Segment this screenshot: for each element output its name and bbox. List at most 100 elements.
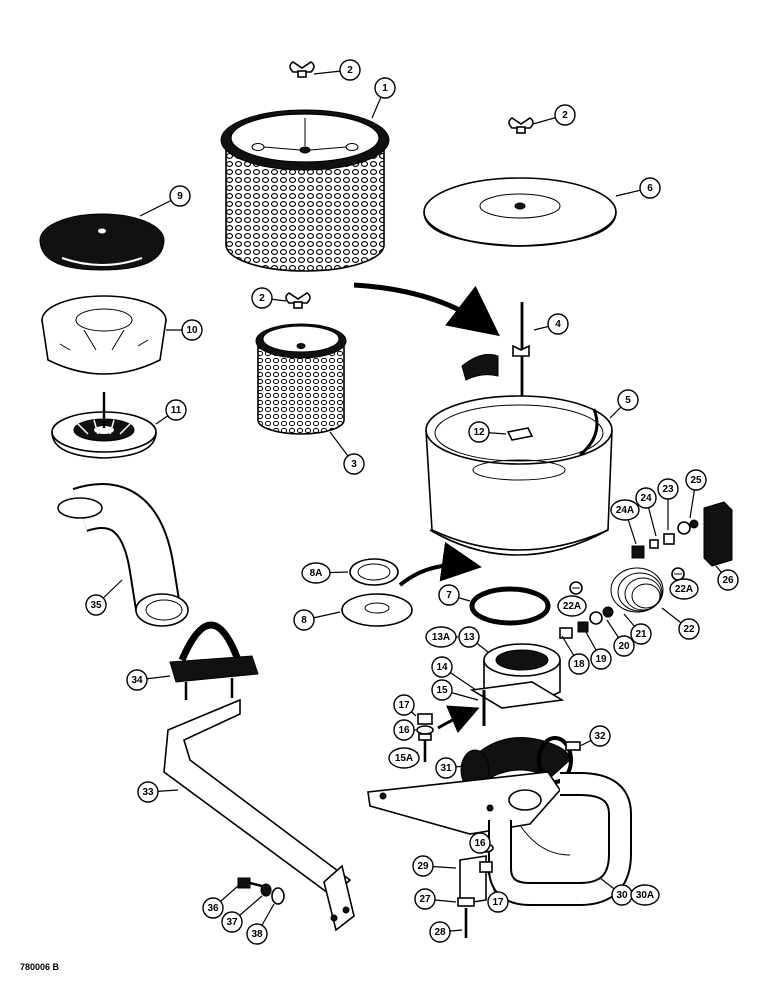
callout-circle-c2c: [251, 287, 273, 309]
callout-label-c4: 4: [555, 319, 561, 330]
callout-circle-c38: [246, 923, 268, 945]
callout-circle-c11: [165, 399, 187, 421]
callout-c24: 24: [635, 487, 657, 537]
part-11-precleaner-base: [51, 392, 157, 459]
callout-label-c30: 30: [616, 890, 628, 901]
callout-c13a: 13A: [425, 626, 458, 648]
callout-label-c36: 36: [207, 903, 219, 914]
callout-label-c33: 33: [142, 787, 154, 798]
part-8a-gasket: [349, 558, 399, 586]
part-17-nut: [417, 713, 433, 725]
callout-c9: 9: [139, 185, 191, 217]
callout-c1: 1: [371, 77, 396, 119]
callout-c8a: 8A: [301, 562, 349, 584]
callout-c16b: 16: [469, 832, 491, 854]
callout-c14: 14: [431, 656, 477, 691]
figure-code: 780006 B: [20, 962, 60, 972]
callout-label-c23: 23: [662, 484, 674, 495]
callout-circle-c35: [85, 594, 107, 616]
callout-circle-c16b: [469, 832, 491, 854]
callout-label-c32: 32: [594, 731, 606, 742]
callout-c27: 27: [414, 888, 457, 910]
callout-label-c22aa: 22A: [563, 601, 581, 612]
callout-c19: 19: [585, 631, 612, 670]
part-22-spring-coil: [610, 567, 664, 613]
callout-circle-c18: [568, 653, 590, 675]
callout-label-c18: 18: [573, 659, 585, 670]
callout-label-c17a: 17: [398, 700, 410, 711]
callout-label-c16b: 16: [474, 838, 486, 849]
callout-label-c8: 8: [301, 615, 307, 626]
callout-c21: 21: [623, 613, 652, 645]
callout-label-c31: 31: [440, 763, 452, 774]
callout-circle-c3: [343, 453, 365, 475]
callout-label-c17b: 17: [492, 897, 504, 908]
part-9-precleaner-cap: [39, 213, 165, 271]
part-10-precleaner-bowl: [41, 295, 167, 375]
callout-circle-c9: [169, 185, 191, 207]
callout-label-c35: 35: [90, 600, 102, 611]
callout-circle-c5: [617, 389, 639, 411]
callout-label-c2c: 2: [259, 293, 265, 304]
part-5-air-cleaner-housing: [425, 353, 613, 556]
part-27-spacer: [457, 897, 475, 907]
callout-circle-c37: [221, 911, 243, 933]
callout-label-c29: 29: [417, 861, 429, 872]
part-3-secondary-filter-element: [255, 323, 347, 435]
callout-c5: 5: [609, 389, 639, 419]
callout-circle-c20: [613, 635, 635, 657]
callout-c13: 13: [458, 626, 489, 653]
callout-circle-c29: [412, 855, 434, 877]
callout-c38: 38: [246, 903, 275, 945]
callout-circle-c17a: [393, 694, 415, 716]
callout-label-c6: 6: [647, 183, 653, 194]
part-38-flat-washer: [271, 887, 285, 905]
callout-label-c30a: 30A: [636, 890, 654, 901]
callout-label-c37: 37: [226, 917, 238, 928]
callout-circle-c24: [635, 487, 657, 509]
callout-circle-c7: [438, 584, 460, 606]
callout-c15: 15: [431, 679, 479, 701]
callout-c35: 35: [85, 579, 123, 616]
part-34-muffler-clamp: [169, 621, 259, 700]
callout-label-c38: 38: [251, 929, 263, 940]
callout-c33: 33: [137, 781, 179, 803]
callout-label-c13a: 13A: [432, 632, 450, 643]
callout-c29: 29: [412, 855, 457, 877]
callout-c24a: 24A: [610, 499, 640, 545]
callout-circle-c22aa: [557, 595, 587, 617]
callout-circle-c22: [678, 618, 700, 640]
callout-circle-c8a: [301, 562, 331, 584]
callout-c10: 10: [166, 319, 203, 341]
callout-c7: 7: [438, 584, 471, 606]
callout-label-c5: 5: [625, 395, 631, 406]
callout-c15a: 15A: [388, 747, 420, 769]
callout-label-c26: 26: [722, 575, 734, 586]
callout-circle-c13a: [425, 626, 457, 648]
part-15a-bolt: [418, 733, 432, 762]
callout-circle-c30a: [630, 884, 660, 906]
callout-label-c13: 13: [463, 632, 475, 643]
callout-c16a: 16: [393, 719, 416, 741]
callout-c26: 26: [715, 565, 739, 591]
callout-c30: 30: [599, 877, 633, 906]
part-2-wing-nut-top: [289, 61, 315, 78]
callout-label-c27: 27: [419, 894, 431, 905]
callout-label-c3: 3: [351, 459, 357, 470]
callout-circle-c24a: [610, 499, 640, 521]
callout-circle-c1: [374, 77, 396, 99]
part-12-clip: [506, 427, 534, 441]
callout-circle-c17b: [487, 891, 509, 913]
callout-circle-c25: [685, 469, 707, 491]
part-36-bolt: [237, 877, 263, 889]
callout-circle-c4: [547, 313, 569, 335]
callout-circle-c15a: [388, 747, 420, 769]
callout-c18: 18: [561, 635, 590, 675]
callout-circle-c16a: [393, 719, 415, 741]
part-17-nut-lower: [479, 861, 493, 873]
callout-label-c15a: 15A: [395, 753, 413, 764]
callout-circle-c31: [435, 757, 457, 779]
callout-label-c21: 21: [635, 629, 647, 640]
callout-label-c22: 22: [683, 624, 695, 635]
callout-c6: 6: [615, 177, 661, 199]
